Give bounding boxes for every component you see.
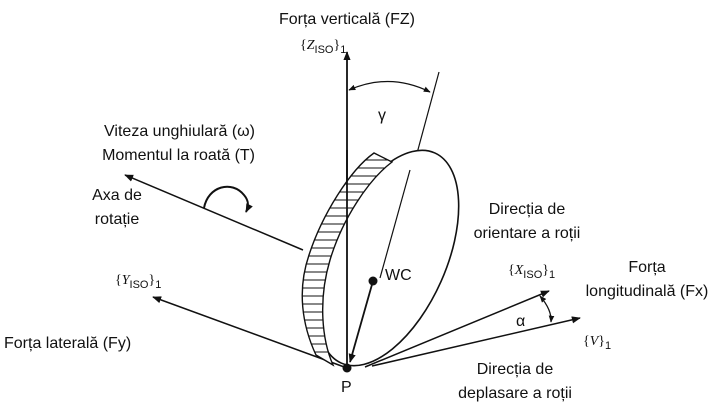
longitudinal-force-label-2: longitudinală (Fx) [586, 283, 709, 300]
lateral-axis-y [152, 296, 348, 369]
alpha-label: α [516, 313, 525, 330]
angular-velocity-label: Viteza unghiulară (ω) [104, 123, 255, 140]
orientation-direction-label-2: orientare a roții [474, 225, 581, 242]
lateral-force-label: Forța laterală (Fy) [4, 335, 131, 352]
alpha-arc [539, 295, 555, 323]
longitudinal-axis-x [364, 290, 550, 368]
z-iso-label: {ZISO}1 [300, 38, 346, 56]
wheel-center-label: WC [385, 267, 412, 284]
wheel-torque-label: Momentul la roată (T) [102, 147, 255, 164]
rotation-axis-arrow [124, 174, 304, 251]
contact-point-label: P [341, 379, 352, 396]
wc-to-contact-arrow [348, 280, 374, 363]
travel-velocity-v [371, 316, 581, 367]
travel-direction-label-1: Direcția de [477, 361, 554, 378]
orientation-direction-label-1: Direcția de [489, 201, 566, 218]
contact-point [342, 363, 352, 373]
v-label: {V}1 [583, 334, 611, 352]
longitudinal-force-label-1: Forța [628, 259, 665, 276]
y-iso-label: {YISO}1 [115, 273, 161, 291]
gamma-label: γ [378, 107, 386, 124]
inclined-line-front [379, 169, 411, 279]
rotation-axis-label-1: Axa de [92, 187, 142, 204]
x-iso-label: {XISO}1 [508, 263, 555, 281]
angular-velocity-arrow [203, 185, 253, 213]
gamma-arc [348, 80, 431, 93]
vertical-force-label: Forța verticală (FZ) [279, 11, 415, 28]
rotation-axis-label-2: rotație [95, 211, 140, 228]
travel-direction-label-2: deplasare a roții [458, 385, 572, 402]
